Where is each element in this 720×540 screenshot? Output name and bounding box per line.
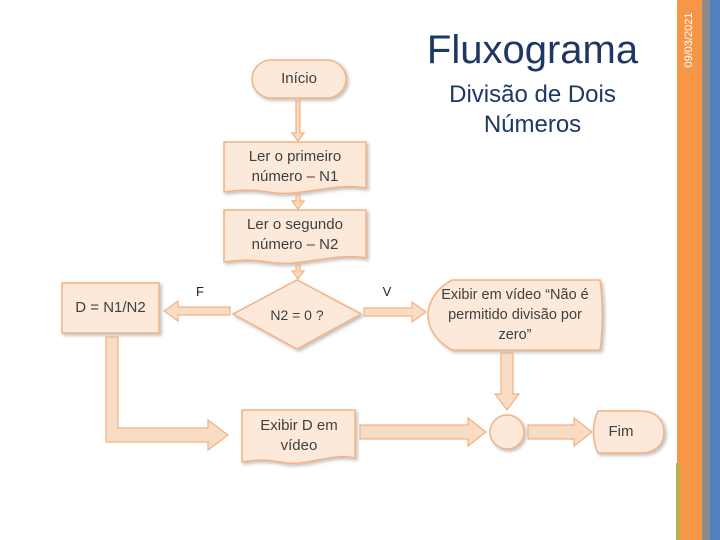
page-title: Fluxograma bbox=[426, 28, 639, 72]
arrow-result-to-connector bbox=[359, 416, 487, 448]
node-end-shape bbox=[592, 410, 665, 454]
side-stripe-green bbox=[676, 463, 679, 540]
node-error-display: Exibir em vídeo “Não é permitido divisão… bbox=[441, 287, 589, 343]
node-divide-shape bbox=[61, 282, 160, 334]
arrow-n1-to-n2 bbox=[290, 194, 306, 210]
node-decision: N2 = 0 ? bbox=[270, 307, 324, 323]
branch-true-label: V bbox=[382, 284, 392, 299]
arrow-divide-to-result bbox=[105, 336, 229, 452]
node-divide: D = N1/N2 bbox=[75, 299, 146, 316]
branch-false-label: F bbox=[196, 284, 204, 299]
node-start: Início bbox=[281, 70, 317, 87]
node-read-n2: Ler o segundo número – N2 bbox=[247, 216, 343, 253]
node-read-n1-shape bbox=[223, 141, 367, 195]
node-connector-shape bbox=[489, 414, 525, 450]
node-read-n1: Ler o primeiro número – N1 bbox=[248, 148, 342, 185]
node-decision-shape bbox=[231, 279, 363, 350]
node-end: Fim bbox=[608, 423, 634, 440]
arrow-decision-to-divide bbox=[162, 299, 231, 323]
arrow-start-to-n1 bbox=[290, 100, 306, 142]
arrow-n2-to-decision bbox=[290, 264, 306, 280]
side-stripe-orange bbox=[677, 0, 702, 540]
node-start-shape bbox=[251, 59, 347, 99]
node-show-result: Exibir D em vídeo bbox=[260, 417, 338, 454]
page-subtitle: Divisão de Dois Números bbox=[449, 81, 616, 138]
arrow-decision-to-error bbox=[363, 300, 428, 324]
arrow-error-to-connector bbox=[493, 352, 521, 411]
side-stripe-gray bbox=[702, 0, 710, 540]
node-error-display-shape bbox=[427, 279, 603, 351]
node-show-result-shape bbox=[241, 409, 356, 465]
arrow-connector-to-end bbox=[527, 416, 593, 448]
side-stripe-blue bbox=[710, 0, 720, 540]
node-read-n2-shape bbox=[223, 209, 367, 265]
